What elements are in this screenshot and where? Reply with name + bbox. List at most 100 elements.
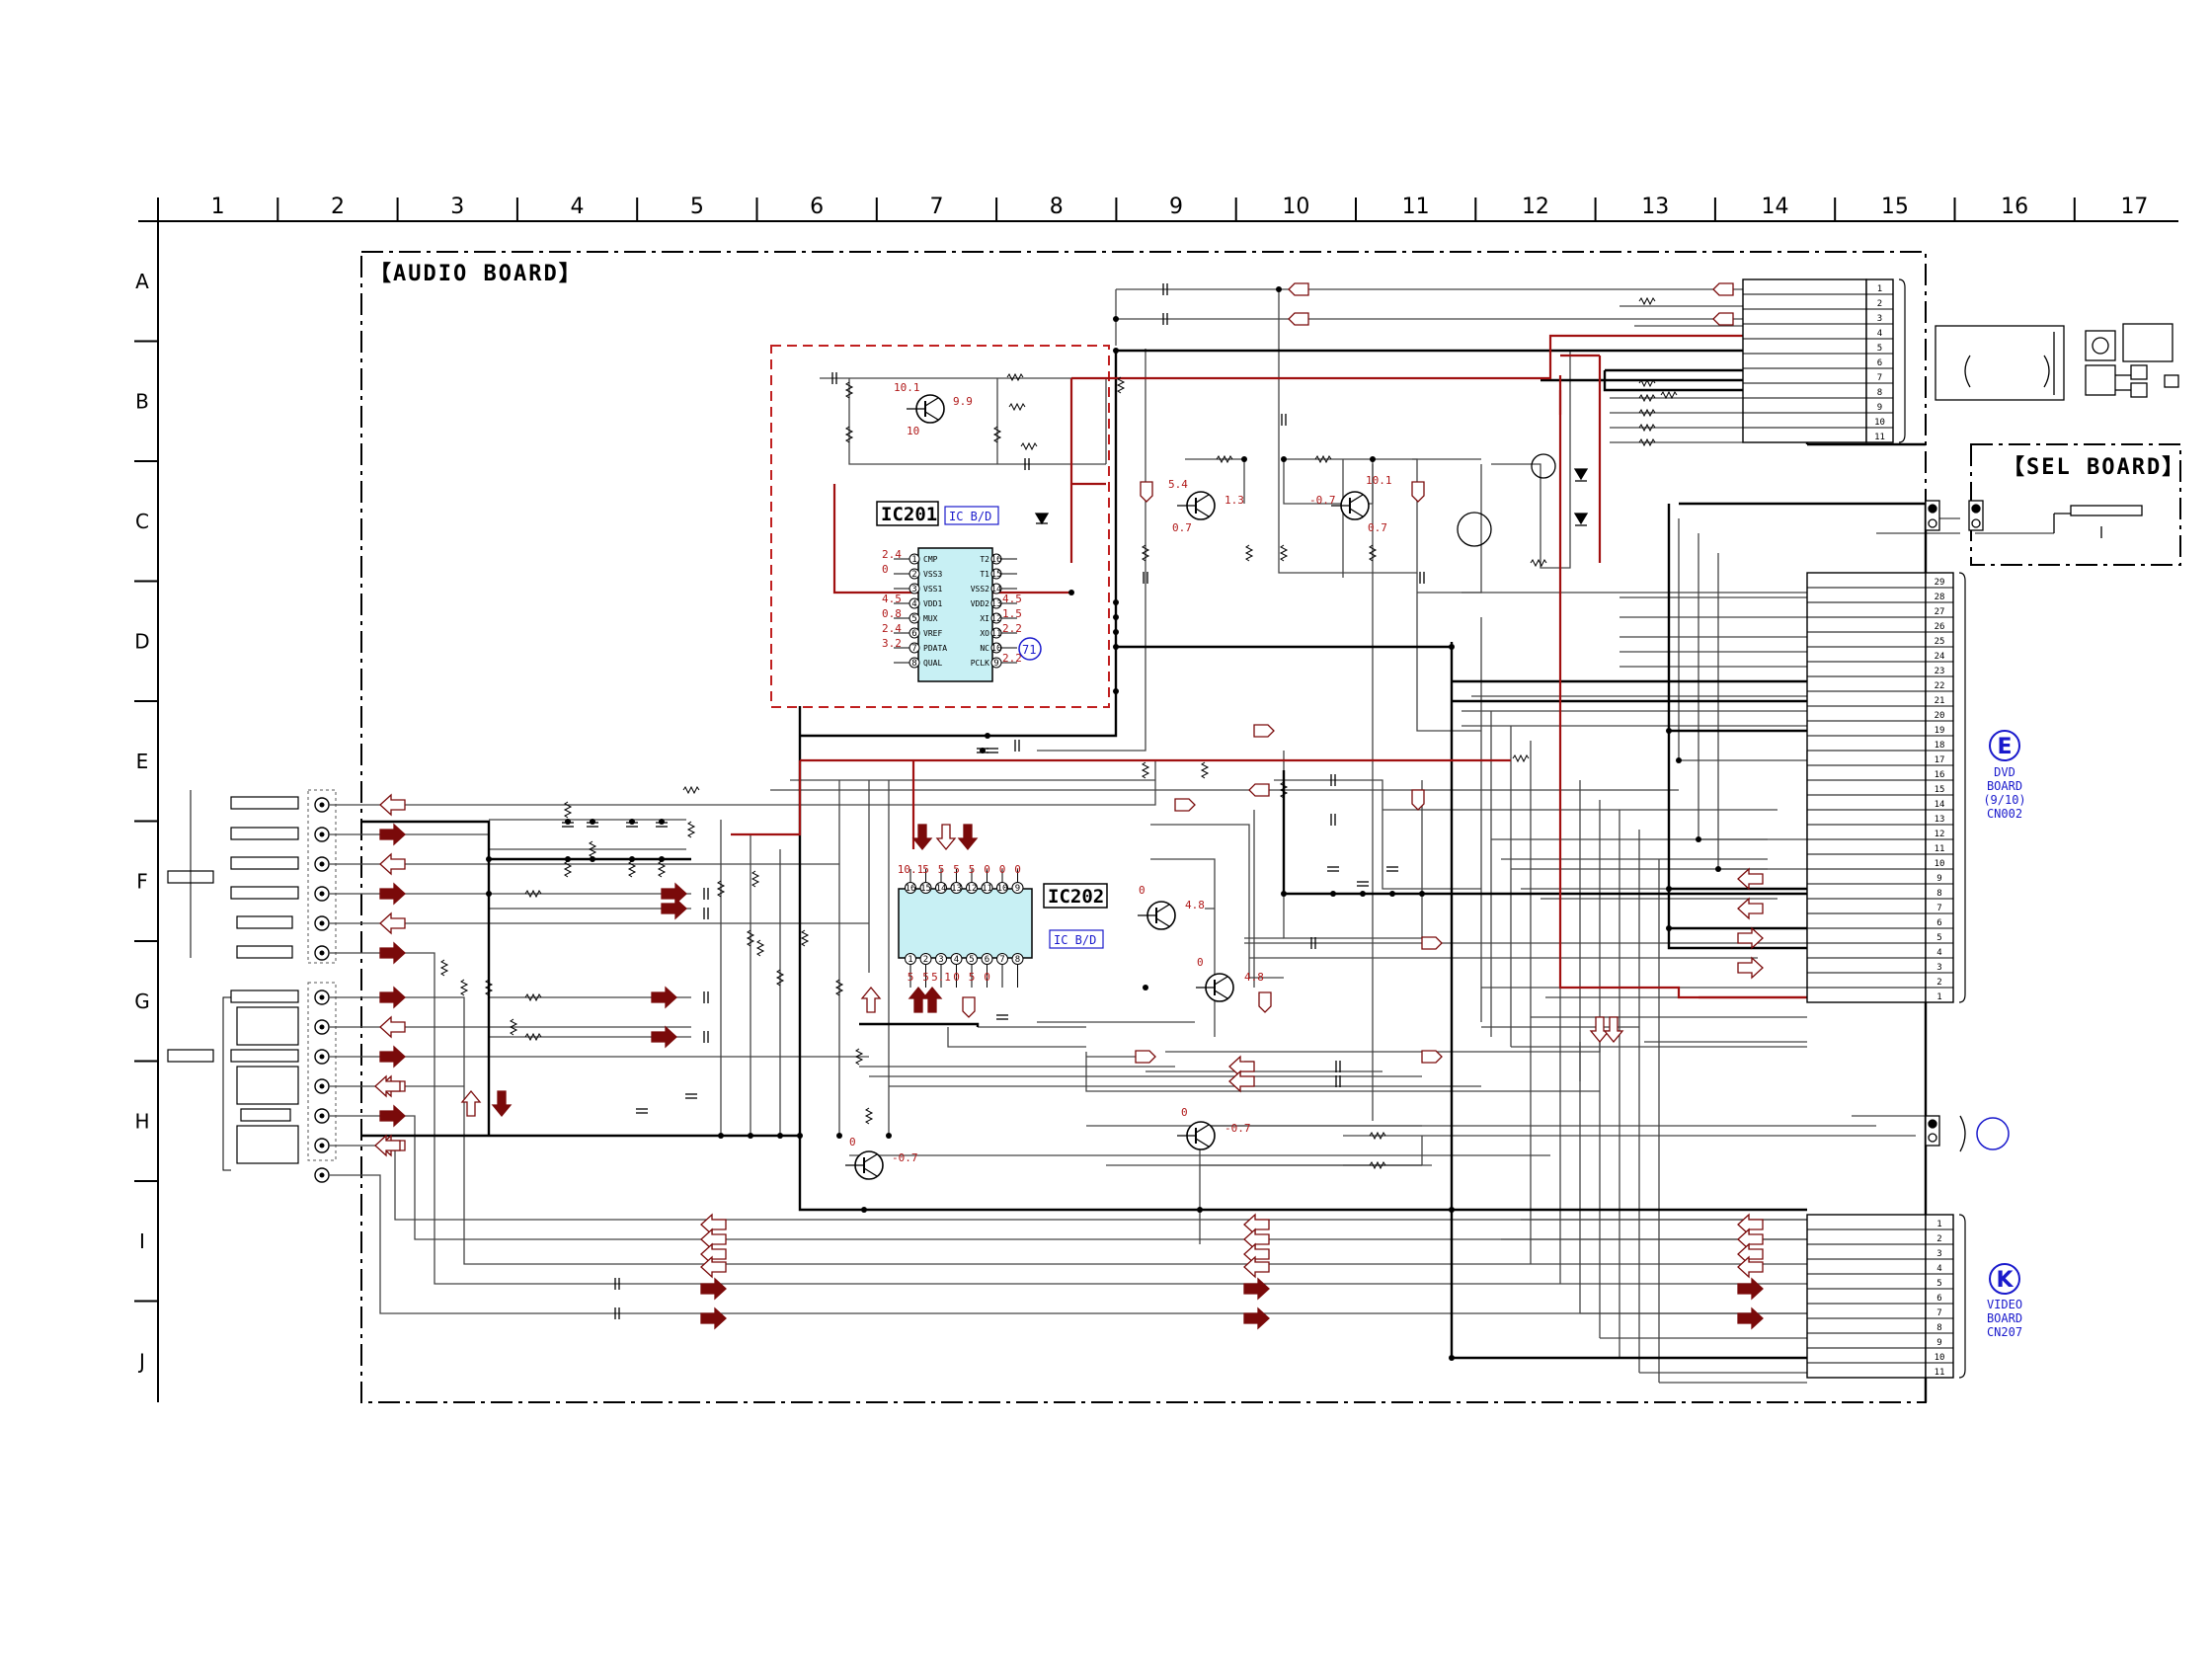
- ic201-pin-number: 16: [991, 555, 1002, 565]
- junction: [985, 733, 990, 739]
- ic201-pin-label: VSS2: [971, 585, 989, 594]
- resistor: [755, 939, 765, 957]
- ic202-pin-pad: [996, 882, 1008, 894]
- transistor-collector: [1349, 494, 1364, 504]
- resistor: [1008, 402, 1026, 412]
- jack-housing: [236, 915, 293, 929]
- diodes: [1034, 453, 1589, 547]
- ic201-pin-number: 5: [911, 614, 916, 624]
- ic202-pin-number: 2: [923, 955, 928, 965]
- transistor-voltage: 10: [907, 425, 919, 437]
- connector-dvd-pin-number: 9: [1936, 874, 1941, 884]
- connector-dvd-pin-number: 26: [1935, 622, 1945, 632]
- connector-dvd-pin-number: 12: [1935, 830, 1945, 839]
- junction: [1370, 456, 1376, 462]
- ic201-pin-label: NC: [980, 644, 989, 653]
- signal-arrow: [379, 823, 406, 846]
- connector-dvd: 2928272625242322212019181716151413121110…: [1806, 572, 1966, 1003]
- ic201-pin-voltage: 2.4: [882, 622, 902, 635]
- row-label: A: [135, 270, 149, 293]
- junction: [1449, 1207, 1455, 1213]
- junction: [1113, 614, 1119, 620]
- ic202-pin-pad: [905, 882, 916, 894]
- resistor: [563, 860, 573, 878]
- ic201-pin-number: 12: [991, 614, 1002, 624]
- column-label: 4: [571, 195, 585, 219]
- resistor: [1638, 437, 1656, 447]
- ic202-pin-voltage: 0: [984, 971, 990, 984]
- ic201-label-box: [876, 501, 939, 526]
- connector-top-pin-number: 4: [1877, 329, 1882, 339]
- signal-tag: [1174, 798, 1196, 812]
- row-label: D: [134, 629, 149, 653]
- resistor: [992, 426, 1002, 443]
- ref-dvd-letter: E: [1997, 735, 2012, 759]
- ic202-pin-voltage: 5: [969, 971, 976, 984]
- jack-label-plate: [167, 1049, 214, 1063]
- ic202-pin-voltage: 0: [984, 863, 990, 876]
- ic201-pin-voltage: 1.5: [1002, 607, 1022, 620]
- ic202-pin-voltage: 0: [1014, 863, 1021, 876]
- signal-arrow: [700, 1213, 727, 1236]
- row-label: G: [134, 990, 150, 1013]
- ic201-pin-voltage: 4.5: [1002, 593, 1022, 605]
- ic201-pin-pad: [990, 597, 1002, 609]
- column-label: 8: [1050, 195, 1064, 219]
- ic201-pin-number: 3: [911, 585, 916, 594]
- jack-housing: [230, 1049, 299, 1063]
- resistor: [459, 979, 469, 996]
- junction: [797, 1133, 803, 1139]
- ic202-pin-number: 4: [954, 955, 959, 965]
- resistor: [1006, 372, 1024, 382]
- resistor: [1244, 544, 1254, 562]
- junction: [1113, 629, 1119, 635]
- signal-tag: [1411, 789, 1425, 811]
- jack-center: [319, 1172, 325, 1178]
- transistor-voltage: 0: [1197, 956, 1204, 969]
- junction: [1666, 925, 1672, 931]
- connector-top-body: [1742, 278, 1867, 443]
- ic201-pin-label: VSS3: [923, 570, 942, 579]
- ic201-pin-label: MUX: [923, 614, 938, 623]
- ic201-pin-pad: [990, 568, 1002, 580]
- connector-video-pin-number: 4: [1936, 1264, 1941, 1274]
- ic202-body: [898, 888, 1033, 959]
- ic201-pin-pad: [908, 553, 920, 565]
- ic201-pin-label: T1: [980, 570, 989, 579]
- connector-dvd-pin-number: 19: [1935, 726, 1945, 736]
- jack-housing: [230, 827, 299, 840]
- ic201-pin-pad: [990, 642, 1002, 654]
- column-label: 15: [1881, 195, 1909, 219]
- connector-top-pin-number: 7: [1877, 373, 1882, 383]
- junction: [1197, 1207, 1203, 1213]
- jack-center: [319, 1113, 325, 1119]
- ic202-pin-number: 16: [906, 884, 916, 894]
- ic202-pin-voltage: 5: [922, 971, 929, 984]
- signal-arrow: [935, 824, 957, 851]
- jack-center: [319, 891, 325, 897]
- jack-housing: [236, 1125, 299, 1164]
- junction: [861, 1207, 867, 1213]
- signal-arrow: [921, 986, 943, 1013]
- resistor: [854, 1048, 864, 1066]
- ic201-pin-voltage: 0: [882, 563, 889, 576]
- transistor-voltage: 1.3: [1224, 494, 1244, 507]
- signal-arrow: [1243, 1242, 1270, 1266]
- resistor: [1638, 423, 1656, 433]
- ic201-pin-label: VREF: [923, 629, 942, 638]
- ic201-pin-label: XO: [980, 629, 989, 638]
- signal-tag: [1288, 282, 1309, 296]
- junction: [629, 819, 635, 825]
- signal-arrow: [1737, 1227, 1764, 1251]
- resistor: [1638, 378, 1656, 388]
- jack-center: [319, 1054, 325, 1060]
- ic201-pin-pad: [908, 597, 920, 609]
- resistor: [1638, 408, 1656, 418]
- signal-tag: [962, 996, 976, 1018]
- ref-dvd-line-4: CN002: [1987, 807, 2022, 821]
- column-label: 6: [810, 195, 824, 219]
- connector-top-pin-number: 3: [1877, 314, 1882, 324]
- resistor: [1638, 296, 1656, 306]
- connector-dvd-pin-number: 2: [1936, 978, 1941, 988]
